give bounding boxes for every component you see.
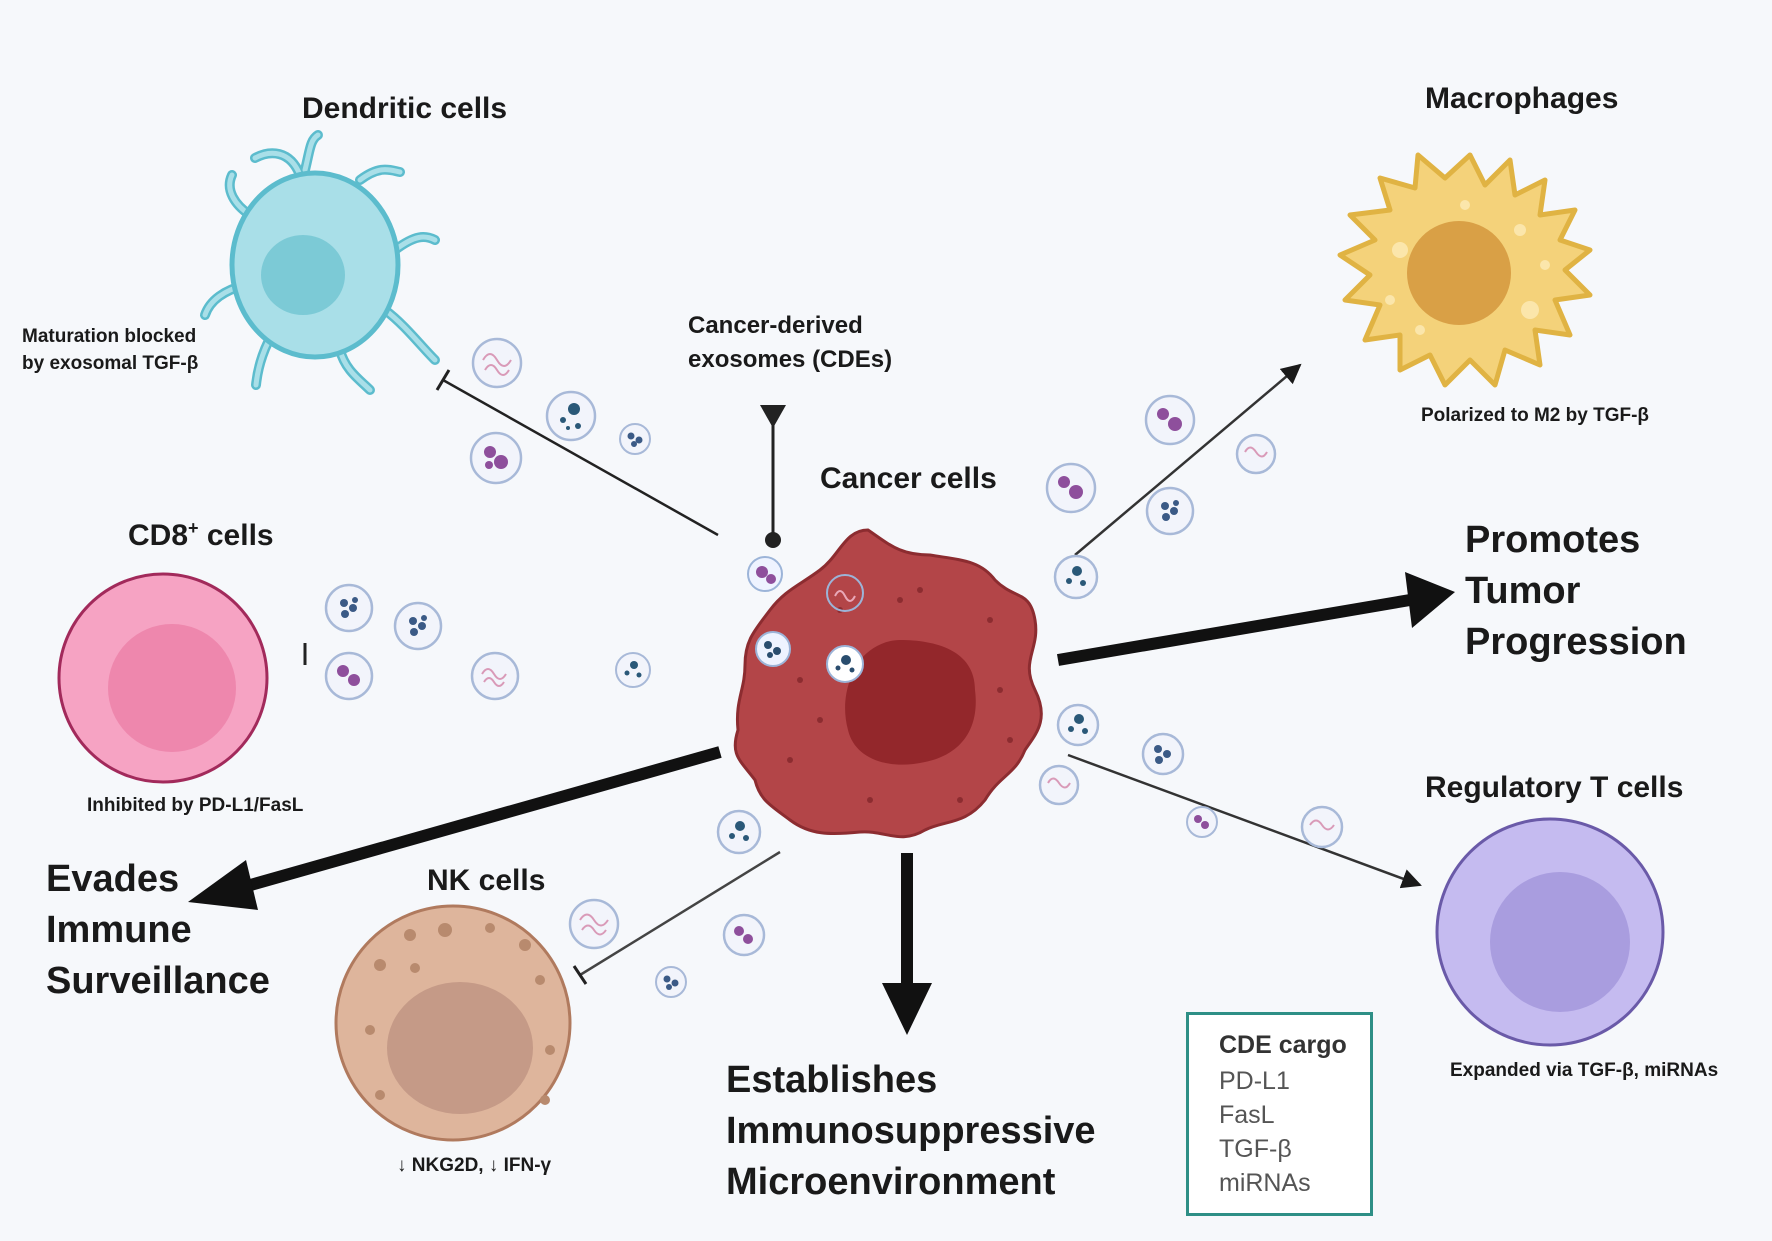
cd8-title-superscript: + bbox=[188, 518, 199, 538]
exosome-pdl1 bbox=[655, 966, 687, 998]
exosome-pdl1 bbox=[324, 583, 374, 633]
arrow-immunosuppressive bbox=[882, 853, 932, 1035]
cd8-cells-note: Inhibited by PD-L1/FasL bbox=[87, 795, 304, 816]
cd8-title-main: CD8 bbox=[128, 519, 189, 552]
cancer-exosome-1 bbox=[747, 556, 783, 592]
cd8-title-suffix: cells bbox=[198, 519, 274, 552]
arrow-to-macrophage bbox=[1074, 363, 1302, 556]
cargo-item-fasl: FasL bbox=[1219, 1101, 1275, 1129]
dendritic-cells-note: Maturation blocked by exosomal TGF-β bbox=[22, 326, 199, 374]
outcome-immunosuppressive: Establishes Immunosuppressive Microenvir… bbox=[726, 1059, 1096, 1203]
exosome-fasl bbox=[722, 913, 766, 957]
cd8-cells-title: CD8+ cells bbox=[128, 518, 274, 553]
cde-cargo-legend: CDE cargo PD-L1 FasL TGF-β miRNAs bbox=[1186, 1012, 1373, 1216]
exosome-miRNA bbox=[568, 898, 620, 950]
dendritic-cells-title: Dendritic cells bbox=[302, 92, 508, 125]
inhibit-line-dendritic bbox=[442, 378, 719, 537]
exosome-miRNA bbox=[470, 651, 520, 701]
exosome-pdl1 bbox=[1145, 486, 1195, 536]
exosome-tgf bbox=[1056, 703, 1100, 747]
treg-cells-note: Expanded via TGF-β, miRNAs bbox=[1450, 1060, 1719, 1081]
cargo-item-tgf: TGF-β bbox=[1219, 1135, 1292, 1163]
macrophages-note: Polarized to M2 by TGF-β bbox=[1421, 405, 1649, 426]
cargo-item-pdl1: PD-L1 bbox=[1219, 1067, 1290, 1095]
cargo-item-mirnas: miRNAs bbox=[1219, 1169, 1311, 1197]
exosome-tgf bbox=[545, 390, 597, 442]
macrophage-cell bbox=[1337, 152, 1593, 388]
nk-cells-note: ↓ NKG2D, ↓ IFN-γ bbox=[397, 1155, 552, 1176]
nk-cells-title: NK cells bbox=[427, 864, 546, 897]
exosome-tgf bbox=[716, 809, 762, 855]
cancer-exosome-2 bbox=[826, 574, 864, 612]
exosome-miRNA bbox=[1300, 805, 1344, 849]
outcome-evade-surveillance: Evades Immune Surveillance bbox=[46, 858, 270, 1002]
exosome-fasl bbox=[1144, 394, 1196, 446]
exosome-pdl1 bbox=[619, 423, 651, 455]
arrow-evade-surveillance bbox=[188, 746, 722, 910]
exosome-pdl1 bbox=[393, 601, 443, 651]
exosome-fasl bbox=[469, 431, 523, 485]
cancer-cells-title: Cancer cells bbox=[820, 462, 997, 495]
cancer-exosome-3 bbox=[755, 631, 791, 667]
exosome-fasl bbox=[324, 651, 374, 701]
exosome-tgf bbox=[615, 652, 651, 688]
cancer-cell bbox=[733, 528, 1043, 839]
exosome-miRNA bbox=[471, 337, 523, 389]
cd8-cell bbox=[57, 572, 269, 784]
arrow-to-treg bbox=[1067, 753, 1422, 889]
exosome-fasl bbox=[1186, 806, 1218, 838]
cancer-exosome-4 bbox=[826, 645, 864, 683]
nk-cell bbox=[334, 904, 572, 1142]
exosome-pdl1 bbox=[1141, 732, 1185, 776]
dendritic-cell bbox=[200, 130, 440, 395]
exosome-miRNA bbox=[1038, 764, 1080, 806]
exosome-miRNA bbox=[1235, 433, 1277, 475]
outcome-tumor-progression: Promotes Tumor Progression bbox=[1465, 519, 1687, 663]
treg-cells-title: Regulatory T cells bbox=[1425, 771, 1684, 804]
cde-label: Cancer-derived exosomes (CDEs) bbox=[688, 312, 893, 373]
macrophages-title: Macrophages bbox=[1425, 82, 1619, 115]
exosome-tgf bbox=[1053, 554, 1099, 600]
arrow-tumor-progression bbox=[1056, 572, 1455, 666]
exosome-fasl bbox=[1045, 462, 1097, 514]
inhibit-line-nk bbox=[579, 850, 781, 977]
cargo-title: CDE cargo bbox=[1219, 1031, 1347, 1059]
treg-cell bbox=[1435, 817, 1665, 1047]
